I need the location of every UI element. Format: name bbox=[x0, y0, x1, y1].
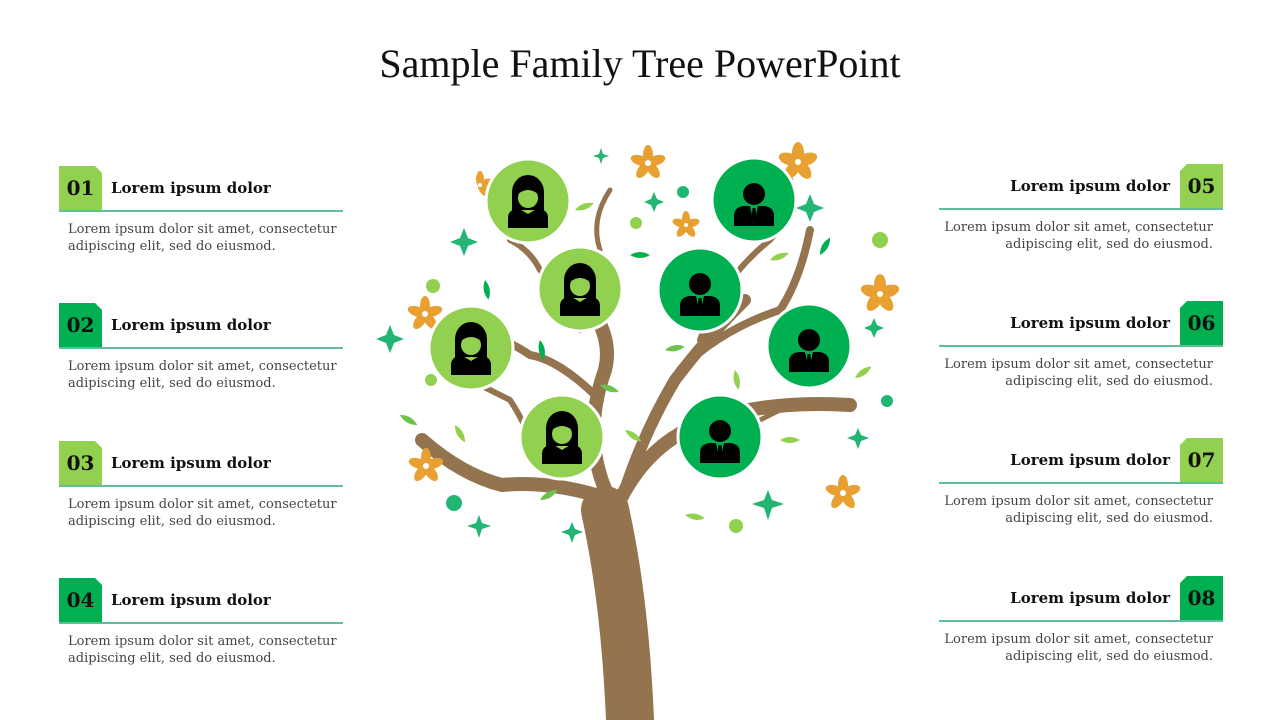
entry-heading: Lorem ipsum dolor bbox=[1010, 451, 1170, 469]
slide-title: Sample Family Tree PowerPoint bbox=[379, 41, 901, 86]
family-tree-illustration bbox=[376, 142, 900, 720]
number-badge: 04 bbox=[59, 578, 102, 622]
entry-heading: Lorem ipsum dolor bbox=[1010, 589, 1170, 607]
entry-heading: Lorem ipsum dolor bbox=[111, 591, 271, 609]
entry-heading: Lorem ipsum dolor bbox=[111, 179, 271, 197]
entry-04: 04 Lorem ipsum dolor Lorem ipsum dolor si… bbox=[59, 578, 343, 667]
member-circle-7 bbox=[765, 302, 853, 390]
entry-text: Lorem ipsum dolor sit amet, consectetur … bbox=[944, 494, 1213, 526]
entry-text: Lorem ipsum dolor sit amet, consectetur … bbox=[68, 634, 337, 666]
entry-07: 07 Lorem ipsum dolor Lorem ipsum dolor si… bbox=[939, 438, 1223, 527]
member-circle-4 bbox=[518, 393, 606, 481]
member-circle-1 bbox=[484, 157, 572, 245]
entry-text: Lorem ipsum dolor sit amet, consectetur … bbox=[68, 222, 337, 254]
number-badge: 06 bbox=[1180, 301, 1223, 345]
entry-01: 01 Lorem ipsum dolor Lorem ipsum dolor si… bbox=[59, 166, 343, 255]
entry-text: Lorem ipsum dolor sit amet, consectetur … bbox=[944, 357, 1213, 389]
member-circle-8 bbox=[676, 393, 764, 481]
entry-heading: Lorem ipsum dolor bbox=[1010, 177, 1170, 195]
entry-06: 06 Lorem ipsum dolor Lorem ipsum dolor si… bbox=[939, 301, 1223, 390]
entry-text: Lorem ipsum dolor sit amet, consectetur … bbox=[68, 359, 337, 391]
entry-text: Lorem ipsum dolor sit amet, consectetur … bbox=[944, 220, 1213, 252]
entry-08: 08 Lorem ipsum dolor Lorem ipsum dolor si… bbox=[939, 576, 1223, 665]
entry-heading: Lorem ipsum dolor bbox=[111, 454, 271, 472]
number-badge: 01 bbox=[59, 166, 102, 210]
member-circle-5 bbox=[710, 156, 798, 244]
member-circle-6 bbox=[656, 246, 744, 334]
entry-03: 03 Lorem ipsum dolor Lorem ipsum dolor si… bbox=[59, 441, 343, 530]
entry-text: Lorem ipsum dolor sit amet, consectetur … bbox=[68, 497, 337, 529]
entry-02: 02 Lorem ipsum dolor Lorem ipsum dolor si… bbox=[59, 303, 343, 392]
entry-text: Lorem ipsum dolor sit amet, consectetur … bbox=[944, 632, 1213, 664]
member-circle-3 bbox=[427, 304, 515, 392]
number-badge: 08 bbox=[1180, 576, 1223, 620]
entry-05: 05 Lorem ipsum dolor Lorem ipsum dolor si… bbox=[939, 164, 1223, 253]
member-circle-2 bbox=[536, 245, 624, 333]
number-badge: 02 bbox=[59, 303, 102, 347]
number-badge: 07 bbox=[1180, 438, 1223, 482]
number-badge: 03 bbox=[59, 441, 102, 485]
entry-heading: Lorem ipsum dolor bbox=[1010, 314, 1170, 332]
entry-heading: Lorem ipsum dolor bbox=[111, 316, 271, 334]
sparkles bbox=[376, 148, 884, 543]
tree-trunk bbox=[415, 177, 857, 720]
leaves bbox=[398, 186, 893, 533]
number-badge: 05 bbox=[1180, 164, 1223, 208]
